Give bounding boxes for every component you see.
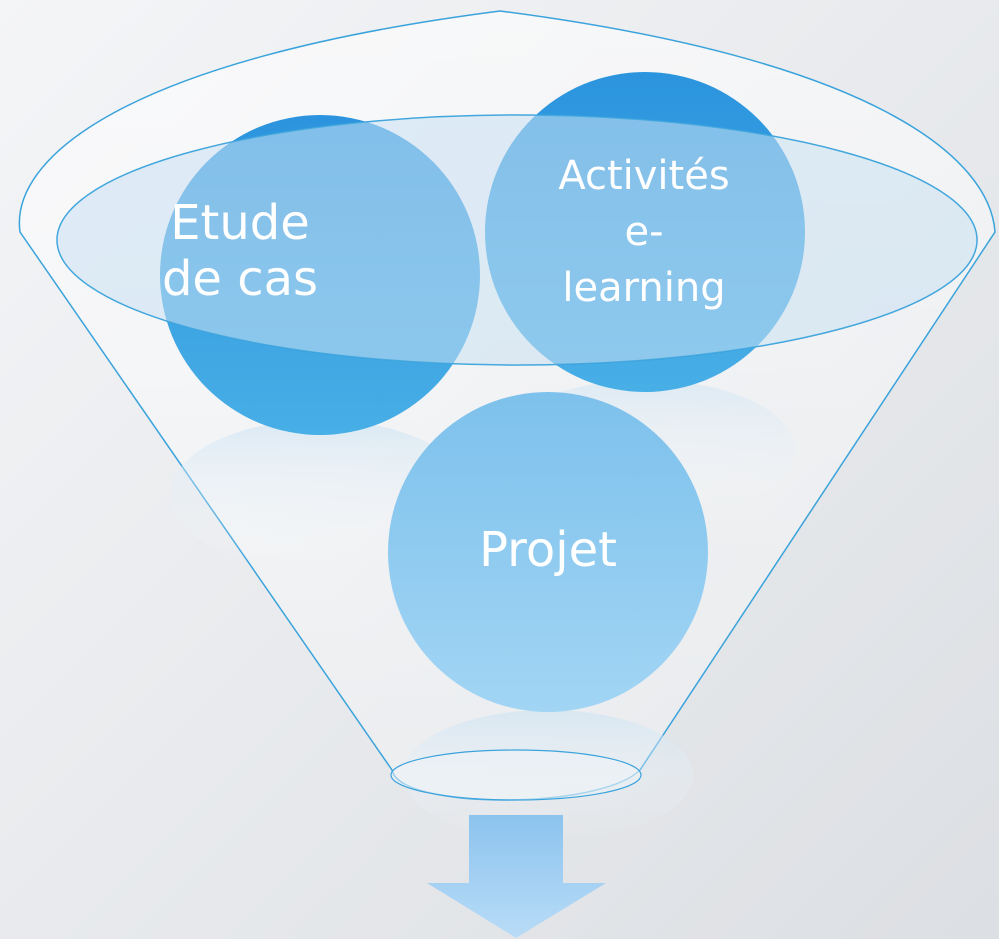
down-arrow-icon xyxy=(427,815,606,938)
funnel-rim-shade xyxy=(57,115,977,365)
circle-elearning xyxy=(485,72,805,392)
circle-projet xyxy=(388,392,708,712)
funnel-rim xyxy=(56,114,978,366)
funnel-outlet xyxy=(390,749,642,801)
circle-case xyxy=(160,115,480,435)
